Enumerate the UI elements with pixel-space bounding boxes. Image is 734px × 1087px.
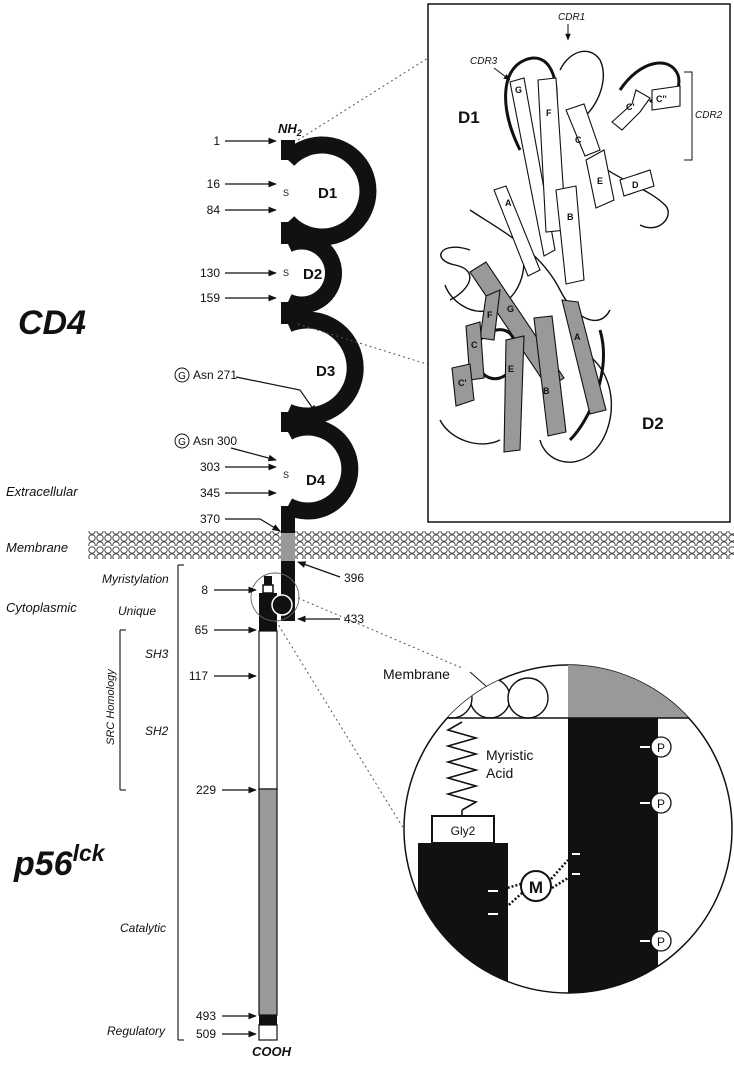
ser431-label: Ser431 [580,933,628,950]
ser408-label: Ser408 [580,739,628,756]
svg-text:C: C [575,135,582,145]
svg-text:130: 130 [200,266,220,280]
cys422-label: Cys422 [582,866,633,883]
svg-text:G: G [507,304,514,314]
svg-text:C': C' [458,378,467,388]
disulfide-d1: S [283,188,289,198]
svg-text:Asn 271: Asn 271 [193,368,237,382]
sh3-label: SH3 [145,647,169,661]
ser415-label: Ser415 [580,795,628,812]
lck-position-markers: 8 65 117 229 493 509 [189,583,256,1041]
regulatory-label: Regulatory [107,1024,166,1038]
acid-label: Acid [486,765,513,781]
unique-label: Unique [118,604,156,618]
svg-text:M: M [529,878,543,897]
svg-text:509: 509 [196,1027,216,1041]
svg-text:345: 345 [200,486,220,500]
svg-text:B: B [543,386,550,396]
svg-text:159: 159 [200,291,220,305]
src-homology-label: SRC Homology [105,668,117,745]
svg-text:65: 65 [195,623,209,637]
svg-text:F: F [487,310,493,320]
svg-text:P: P [657,935,665,949]
lipid-bilayer [88,531,734,559]
cys23-label: Cys23 [436,906,479,923]
svg-text:P: P [657,741,665,755]
myristylation-label: Myristylation [102,572,169,586]
cys420-label: Cys420 [582,846,633,863]
zoom-connector-bottom [276,621,418,852]
cytoplasmic-label: Cytoplasmic [6,600,77,615]
svg-text:396: 396 [344,571,364,585]
domain-d4-label: D4 [306,472,326,489]
svg-text:G: G [178,437,186,448]
svg-text:8: 8 [201,583,208,597]
nh2-label: NH2 [278,121,302,138]
svg-text:M: M [277,599,287,613]
catalytic-label: Catalytic [120,921,166,935]
extracellular-label: Extracellular [6,484,78,499]
svg-text:16: 16 [207,177,221,191]
myristic-label: Myristic [486,747,533,763]
membrane-label: Membrane [6,540,68,555]
inset-connector-bottom [298,324,430,365]
zoom-detail: Gly2 Membrane Myristic Acid Cys20 Cys23 … [383,660,734,1008]
svg-text:P: P [657,797,665,811]
zoom-membrane-label: Membrane [383,666,450,682]
cdr2-label: CDR2 [695,110,723,121]
svg-text:Gly2: Gly2 [451,824,476,838]
inset-d2-label: D2 [642,414,664,433]
inset-connector-top [298,58,428,140]
disulfide-d4: S [283,470,289,480]
zoom-connector-top [298,598,462,668]
svg-text:G: G [178,371,186,382]
inset-d1-label: D1 [458,108,480,127]
svg-text:C: C [471,340,478,350]
svg-text:303: 303 [200,460,220,474]
domain-d3-label: D3 [316,363,335,380]
lck-region-brackets [120,565,184,1040]
p56lck-title: p56lck [13,840,106,883]
svg-text:433: 433 [344,612,364,626]
svg-text:G: G [515,85,522,95]
svg-text:1: 1 [213,134,220,148]
sh2-label: SH2 [145,724,169,738]
lck-molecule: M [251,573,299,1040]
svg-text:84: 84 [207,203,221,217]
cys20-label: Cys20 [436,883,479,900]
cooh-label: COOH [252,1044,292,1059]
svg-text:A: A [505,198,512,208]
strand-e2 [504,336,524,452]
svg-text:117: 117 [189,669,208,683]
svg-text:E: E [597,176,603,186]
svg-text:A: A [574,332,581,342]
domain-d2-label: D2 [303,266,322,283]
disulfide-d2: S [283,268,289,278]
svg-text:C': C' [626,102,635,112]
svg-text:E: E [508,364,514,374]
svg-text:493: 493 [196,1009,216,1023]
svg-text:229: 229 [196,783,216,797]
svg-text:Asn 300: Asn 300 [193,434,237,448]
svg-text:C'': C'' [656,94,667,104]
domain-d1-label: D1 [318,185,337,202]
svg-text:F: F [546,108,552,118]
cd4-title: CD4 [18,304,86,342]
cdr1-label: CDR1 [558,12,585,23]
svg-text:D: D [632,180,639,190]
svg-text:B: B [567,212,574,222]
cdr3-label: CDR3 [470,56,498,67]
svg-text:370: 370 [200,512,220,526]
